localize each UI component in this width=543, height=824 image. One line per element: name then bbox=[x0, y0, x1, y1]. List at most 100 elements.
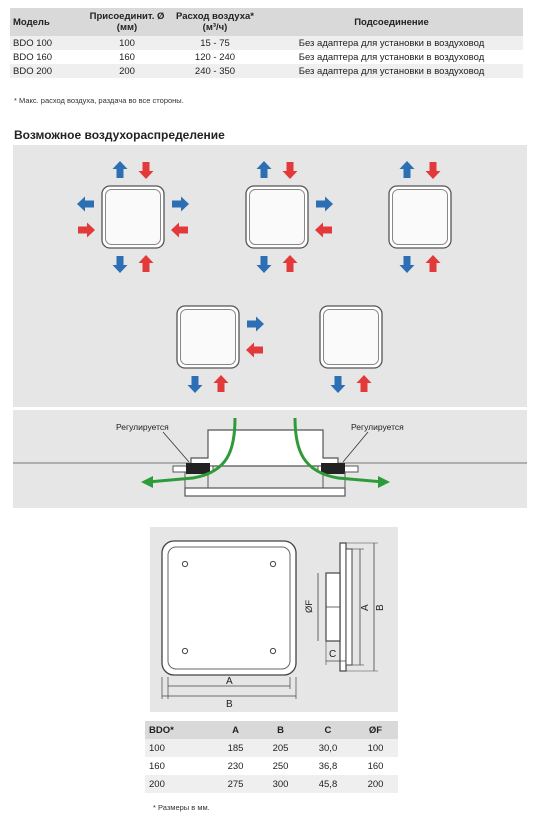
spec-cell-connection: Без адаптера для установки в воздуховод bbox=[260, 50, 523, 64]
red-arrow-icon bbox=[356, 375, 372, 392]
spec-header-diameter: Присоединит. Ø(мм) bbox=[84, 8, 170, 36]
spec-header-diameter-line1: Присоединит. Ø bbox=[89, 11, 165, 22]
screw-icon bbox=[181, 647, 189, 655]
spec-header-diameter-line2: (мм) bbox=[116, 22, 138, 33]
diffuser-four-way bbox=[77, 161, 189, 273]
airflow-left bbox=[147, 417, 237, 484]
blue-arrow-icon bbox=[187, 376, 203, 393]
dims-cell: 160 bbox=[352, 757, 398, 775]
red-arrow-icon bbox=[315, 222, 332, 238]
red-arrow-icon bbox=[78, 222, 95, 238]
dims-table-header: BDO* A B C ØF bbox=[145, 721, 398, 739]
blue-arrow-icon bbox=[172, 196, 189, 212]
spec-header-flow-line2: (м³/ч) bbox=[202, 22, 228, 33]
dims-cell: 100 bbox=[352, 739, 398, 757]
spec-cell-model: BDO 200 bbox=[10, 64, 84, 78]
spec-cell-connection: Без адаптера для установки в воздуховод bbox=[260, 36, 523, 50]
diffuser-two-way-opposite bbox=[388, 161, 452, 273]
dims-cell: 250 bbox=[258, 757, 303, 775]
screw-icon bbox=[269, 560, 277, 568]
dim-a-vertical-label: A bbox=[360, 604, 371, 611]
spec-cell-connection: Без адаптера для установки в воздуховод bbox=[260, 64, 523, 78]
dims-cell: 275 bbox=[213, 775, 258, 793]
dim-b-vertical-label: B bbox=[375, 604, 386, 611]
dims-header-a: A bbox=[213, 721, 258, 739]
table-row: 100 185 205 30,0 100 bbox=[145, 739, 398, 757]
red-arrow-icon bbox=[425, 162, 441, 179]
spec-header-flow: Расход воздуха*(м³/ч) bbox=[170, 8, 260, 36]
red-arrow-icon bbox=[213, 375, 229, 392]
dim-b-label: B bbox=[226, 699, 233, 710]
dims-cell: 45,8 bbox=[303, 775, 353, 793]
red-arrow-icon bbox=[246, 342, 263, 358]
dims-cell: 200 bbox=[145, 775, 213, 793]
side-view-plate bbox=[339, 542, 347, 672]
table-row: 160 230 250 36,8 160 bbox=[145, 757, 398, 775]
table-row: BDO 160 160 120 - 240 Без адаптера для у… bbox=[10, 50, 523, 64]
distribution-title: Возможное воздухораспределение bbox=[14, 128, 225, 142]
dims-footnote: * Размеры в мм. bbox=[153, 803, 210, 812]
duct-body bbox=[190, 429, 339, 467]
red-arrow-icon bbox=[138, 255, 154, 272]
diffuser-two-way-corner bbox=[176, 305, 264, 393]
airflow-right bbox=[293, 417, 384, 484]
dims-header-model: BDO* bbox=[145, 721, 213, 739]
screw-icon bbox=[181, 560, 189, 568]
adjustable-label-left: Регулируется bbox=[116, 422, 169, 432]
spec-header-connection: Подсоединение bbox=[260, 8, 523, 36]
distribution-diagrams bbox=[77, 161, 452, 393]
red-arrow-icon bbox=[282, 162, 298, 179]
front-view-inner bbox=[167, 546, 291, 670]
table-row: BDO 100 100 15 - 75 Без адаптера для уст… bbox=[10, 36, 523, 50]
seal-right bbox=[321, 463, 345, 474]
spec-header-model: Модель bbox=[10, 8, 84, 36]
red-arrow-icon bbox=[282, 255, 298, 272]
side-view-body bbox=[345, 548, 353, 666]
blue-arrow-icon bbox=[316, 196, 333, 212]
spec-cell-diameter: 100 bbox=[84, 36, 170, 50]
diffuser-square-icon bbox=[101, 185, 165, 249]
diffuser-square-icon bbox=[388, 185, 452, 249]
blue-arrow-icon bbox=[112, 256, 128, 273]
spec-table: Модель Присоединит. Ø(мм) Расход воздуха… bbox=[10, 8, 523, 78]
seal-left bbox=[186, 463, 210, 474]
red-arrow-icon bbox=[171, 222, 188, 238]
technical-drawing: A B ØF A B C bbox=[161, 540, 386, 710]
dim-c-label: C bbox=[329, 649, 336, 660]
faceplate bbox=[184, 487, 346, 497]
diffuser-one-way bbox=[319, 305, 383, 393]
blue-arrow-icon bbox=[330, 376, 346, 393]
table-row: BDO 200 200 240 - 350 Без адаптера для у… bbox=[10, 64, 523, 78]
spec-cell-model: BDO 100 bbox=[10, 36, 84, 50]
blue-arrow-icon bbox=[112, 161, 128, 178]
spec-cell-model: BDO 160 bbox=[10, 50, 84, 64]
dims-cell: 185 bbox=[213, 739, 258, 757]
diffuser-square-icon bbox=[319, 305, 383, 369]
green-arrow-icon bbox=[378, 476, 390, 488]
table-row: 200 275 300 45,8 200 bbox=[145, 775, 398, 793]
dims-cell: 205 bbox=[258, 739, 303, 757]
blue-arrow-icon bbox=[256, 256, 272, 273]
spec-cell-flow: 120 - 240 bbox=[170, 50, 260, 64]
dims-table: BDO* A B C ØF 100 185 205 30,0 100 160 2… bbox=[145, 721, 398, 793]
dims-cell: 200 bbox=[352, 775, 398, 793]
spec-cell-flow: 240 - 350 bbox=[170, 64, 260, 78]
blue-arrow-icon bbox=[247, 316, 264, 332]
green-arrow-icon bbox=[141, 476, 153, 488]
leader-left bbox=[162, 431, 190, 463]
spec-footnote: * Макс. расход воздуха, раздача во все с… bbox=[14, 96, 184, 105]
blue-arrow-icon bbox=[77, 196, 94, 212]
diffuser-three-way bbox=[245, 161, 333, 273]
diffuser-square-icon bbox=[245, 185, 309, 249]
spec-cell-diameter: 200 bbox=[84, 64, 170, 78]
red-arrow-icon bbox=[138, 162, 154, 179]
cross-section-diagram: Регулируется Регулируется bbox=[13, 417, 527, 497]
spec-table-header: Модель Присоединит. Ø(мм) Расход воздуха… bbox=[10, 8, 523, 36]
red-arrow-icon bbox=[425, 255, 441, 272]
leader-right bbox=[342, 431, 369, 463]
blue-arrow-icon bbox=[399, 256, 415, 273]
dims-header-f: ØF bbox=[352, 721, 398, 739]
dims-cell: 36,8 bbox=[303, 757, 353, 775]
screw-icon bbox=[269, 647, 277, 655]
blue-arrow-icon bbox=[399, 161, 415, 178]
